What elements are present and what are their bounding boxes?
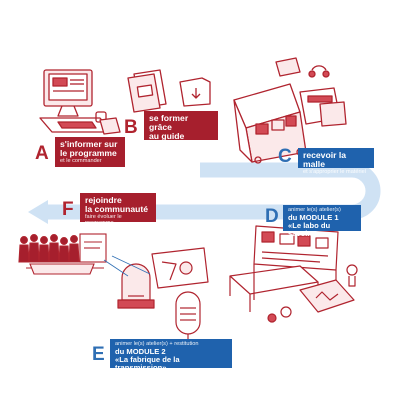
lab-table-icon	[229, 225, 358, 323]
step-d-label: animer le(s) atelier(s) du MODULE 1 «Le …	[283, 205, 361, 237]
step-a-label: s'informer sur le programme et le comman…	[55, 137, 125, 167]
step-b-title-line-2: au guide	[149, 131, 185, 142]
step-e-letter: E	[92, 344, 105, 365]
guide-book-icon	[127, 69, 211, 113]
step-d-prefix: animer le(s) atelier(s)	[288, 207, 341, 213]
step-f-title-line-2: la communauté	[85, 204, 149, 215]
step-c-subtitle: et s'approprier le matériel	[303, 169, 366, 176]
step-c-label: recevoir la malle et s'approprier le mat…	[298, 148, 374, 175]
step-b-label: se former grâce au guide papier ou numér…	[144, 111, 218, 147]
step-a-title-line-2: le programme	[60, 148, 117, 159]
step-b-letter: B	[124, 117, 138, 138]
step-d-letter: D	[265, 206, 279, 227]
step-e-label: animer le(s) atelier(s) + restitution du…	[110, 339, 232, 371]
step-e-prefix: animer le(s) atelier(s) + restitution	[115, 341, 199, 347]
step-a-subtitle: et le commander	[60, 158, 102, 165]
step-a-title-line-1: s'informer sur	[60, 139, 118, 149]
step-d-title-line-1: du MODULE 1	[288, 212, 339, 222]
step-c-letter: C	[278, 146, 292, 167]
step-e-title-line-2: «La fabrique de la transmission»	[115, 354, 180, 372]
community-crowd-icon	[18, 233, 107, 275]
step-e-title-line-1: du MODULE 2	[115, 346, 166, 356]
step-b-subtitle: papier ou numérique	[149, 141, 201, 148]
step-f-label: rejoindre la communauté faire évoluer le…	[80, 193, 156, 226]
step-a-letter: A	[35, 143, 49, 164]
step-d-title-line-2: «Le labo du savoir»	[288, 220, 331, 238]
step-f-letter: F	[62, 199, 74, 220]
kit-trunk-icon	[233, 57, 347, 164]
step-c-title-line-1: recevoir la malle	[303, 150, 346, 170]
computer-desk-icon	[39, 69, 121, 135]
step-f-title-line-1: rejoindre	[85, 195, 122, 205]
step-b-title-line-1: se former grâce	[149, 113, 189, 133]
step-f-subtitle: faire évoluer le programme	[85, 214, 122, 226]
microphone-icon	[103, 247, 209, 353]
